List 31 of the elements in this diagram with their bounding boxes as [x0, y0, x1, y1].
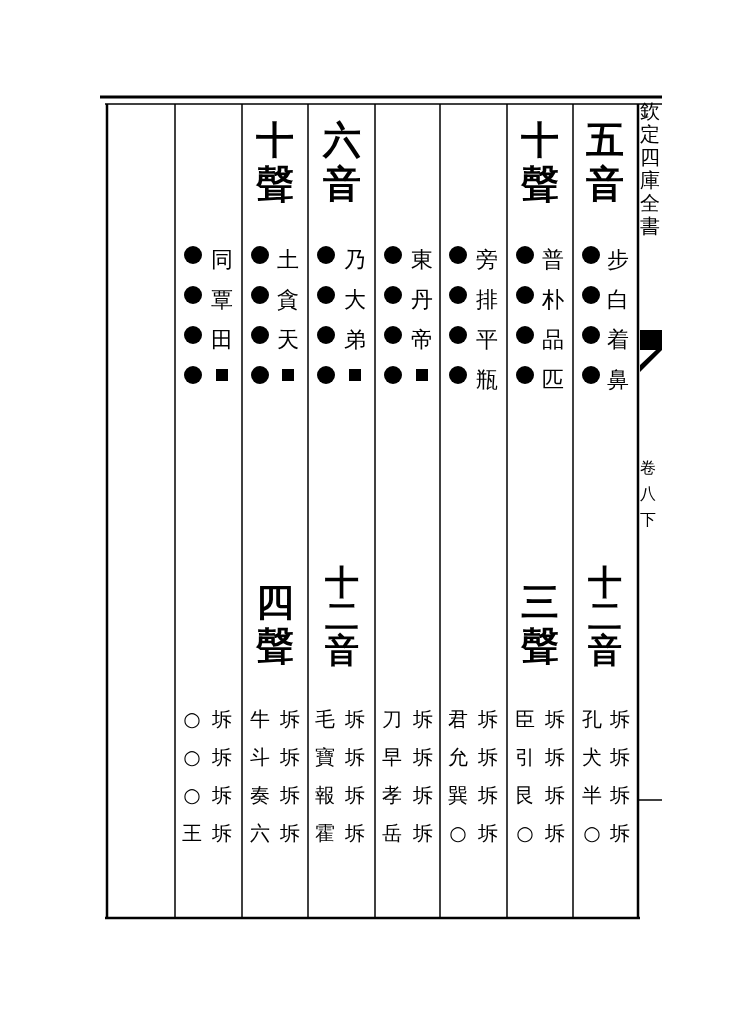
table-entry: 牛斗奏六	[250, 706, 270, 847]
table-entry: 坼坼坼坼	[478, 706, 498, 847]
column-heading: 十二音	[588, 565, 622, 667]
table-entry: 普朴品匹	[542, 246, 564, 394]
table-entry: 同覃田	[211, 246, 233, 354]
table-entry: 坼坼坼坼	[545, 706, 565, 847]
column-heading: 六音	[323, 118, 361, 206]
table-entry: 東丹帝	[411, 246, 433, 354]
column-heading: 十聲	[521, 118, 559, 206]
table-entry: 君允巽○	[448, 706, 468, 847]
table-entry: 土貪天	[277, 246, 299, 354]
table-entry: 旁排平瓶	[476, 246, 498, 394]
column-heading: 三聲	[521, 580, 559, 668]
table-entry: 乃大弟	[344, 246, 366, 354]
table-entry: 孔犬半○	[582, 706, 602, 847]
table-entry: 刀早孝岳	[382, 706, 402, 847]
table-entry: 臣引艮○	[515, 706, 535, 847]
table-entry: 坼坼坼坼	[212, 706, 232, 847]
table-entry: 毛寶報霍	[315, 706, 335, 847]
table-entry: 坼坼坼坼	[345, 706, 365, 847]
volume-label: 卷八下	[640, 457, 656, 531]
column-heading: 十聲	[256, 118, 294, 206]
table-entry: 步白着鼻	[607, 246, 629, 394]
book-title: 欽定四庫全書	[640, 100, 660, 238]
table-entry: 坼坼坼坼	[413, 706, 433, 847]
column-heading: 五音	[586, 118, 624, 206]
table-entry: 坼坼坼坼	[610, 706, 630, 847]
column-heading: 十二音	[325, 565, 359, 667]
table-entry: ○○○王	[182, 706, 202, 847]
column-heading: 四聲	[256, 580, 294, 668]
table-entry: 坼坼坼坼	[280, 706, 300, 847]
